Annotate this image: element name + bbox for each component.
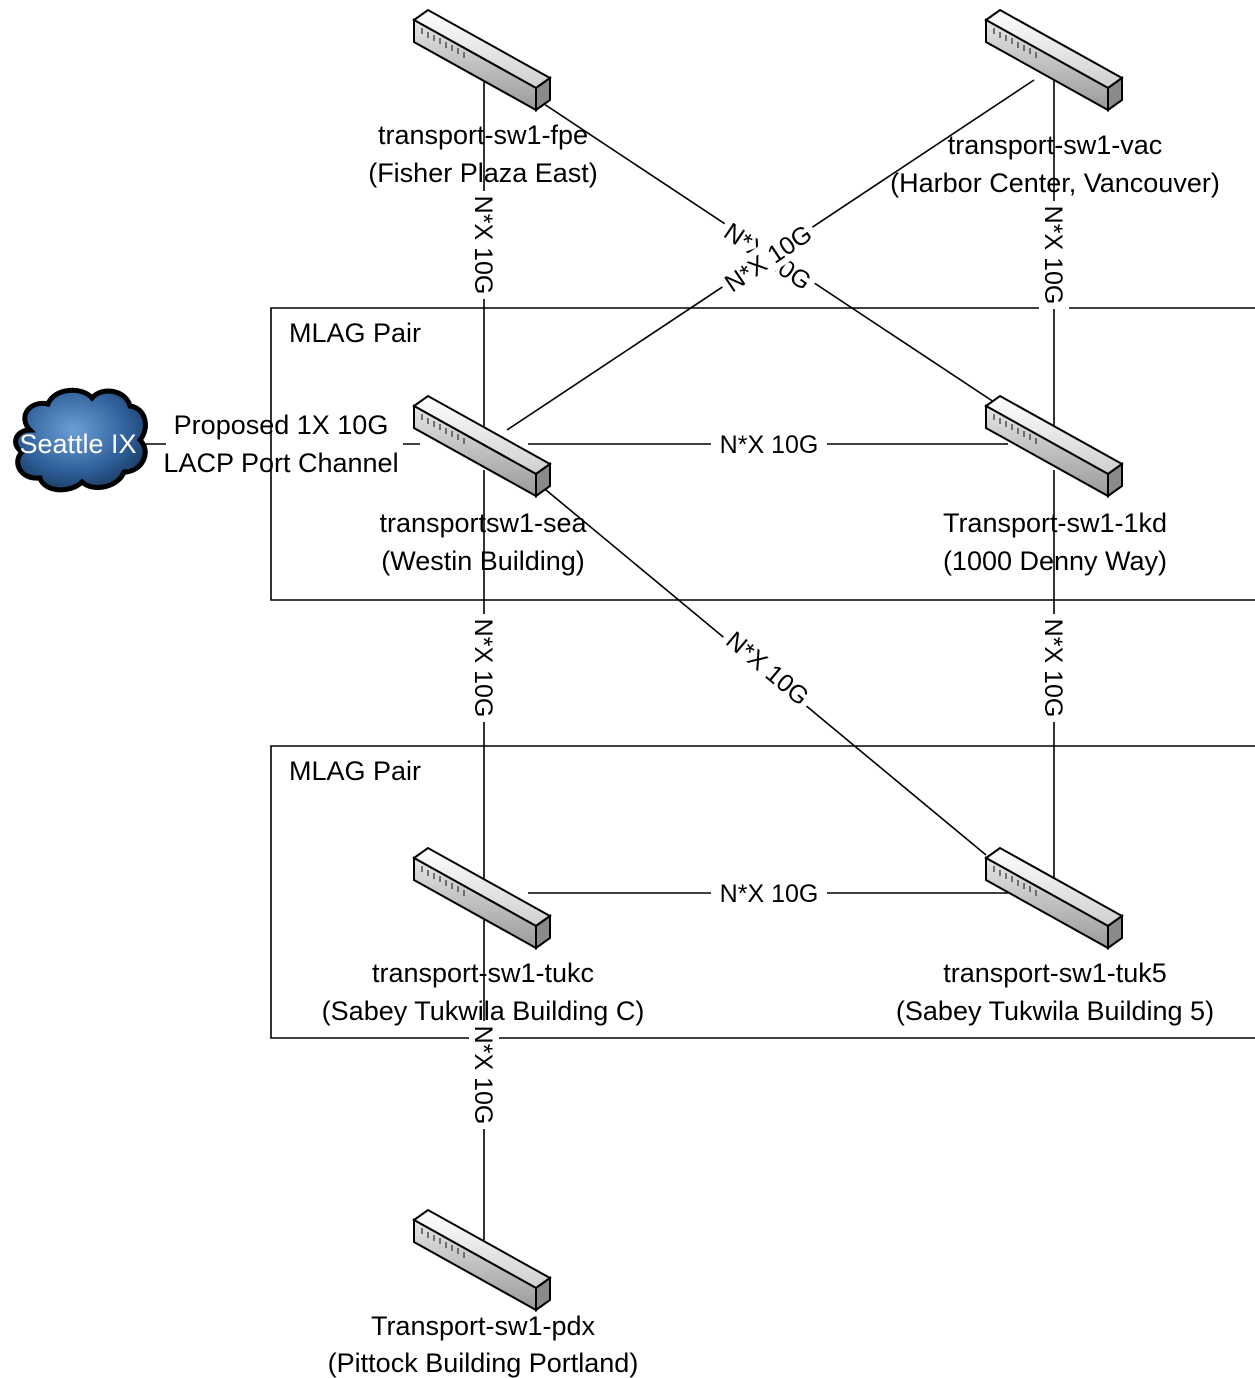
switch-fpe-location: (Fisher Plaza East) [368,158,598,188]
link-label-tukc-tuk5: N*X 10G [720,880,819,908]
mlag-box-upper [270,307,1255,601]
switch-tuk5-location: (Sabey Tukwila Building 5) [896,996,1214,1026]
switch-1kd-location: (1000 Denny Way) [943,546,1167,576]
link-label-tukc-pdx: N*X 10G [469,1026,497,1125]
connections [140,78,1055,1260]
link-label-sea-tukc: N*X 10G [469,619,497,718]
switch-pdx-name: Transport-sw1-pdx [371,1311,596,1341]
ix-link-label-line1: Proposed 1X 10G [174,410,389,440]
seattle-ix-label: Seattle IX [19,429,136,459]
link-label-sea-tuk5: N*X 10G [721,626,815,711]
switch-pdx-icon [413,1209,551,1311]
switch-tuk5-name: transport-sw1-tuk5 [943,958,1167,988]
mlag-label-upper: MLAG Pair [289,318,421,348]
link-label-sea-1kd: N*X 10G [720,431,819,459]
switch-vac-location: (Harbor Center, Vancouver) [890,168,1220,198]
link-labels: N*X 10G N*X 10G N*X 10G N*X 10G N*X 10G … [469,191,1069,1129]
switch-tukc-name: transport-sw1-tukc [372,958,594,988]
switch-sea-icon [413,395,551,497]
link-label-1kd-tuk5: N*X 10G [1039,619,1067,718]
mlag-box-lower [270,745,1255,1039]
switch-1kd-name: Transport-sw1-1kd [943,508,1167,538]
switch-pdx-location: (Pittock Building Portland) [328,1348,639,1378]
seattle-ix-cloud: Seattle IX [13,387,148,493]
switch-fpe-name: transport-sw1-fpe [378,120,588,150]
switch-tukc-icon [413,847,551,949]
switch-sea-location: (Westin Building) [381,546,585,576]
switch-sea-name: transportsw1-sea [379,508,587,538]
link-label-fpe-sea: N*X 10G [469,196,497,295]
switch-fpe-icon [413,9,551,111]
link-label-vac-1kd: N*X 10G [1039,206,1067,305]
switch-vac-name: transport-sw1-vac [948,130,1163,160]
switch-tukc-location: (Sabey Tukwila Building C) [322,996,645,1026]
switch-labels: transport-sw1-fpe (Fisher Plaza East) tr… [322,120,1220,1378]
ix-link-label-line2: LACP Port Channel [163,448,398,478]
mlag-label-lower: MLAG Pair [289,756,421,786]
